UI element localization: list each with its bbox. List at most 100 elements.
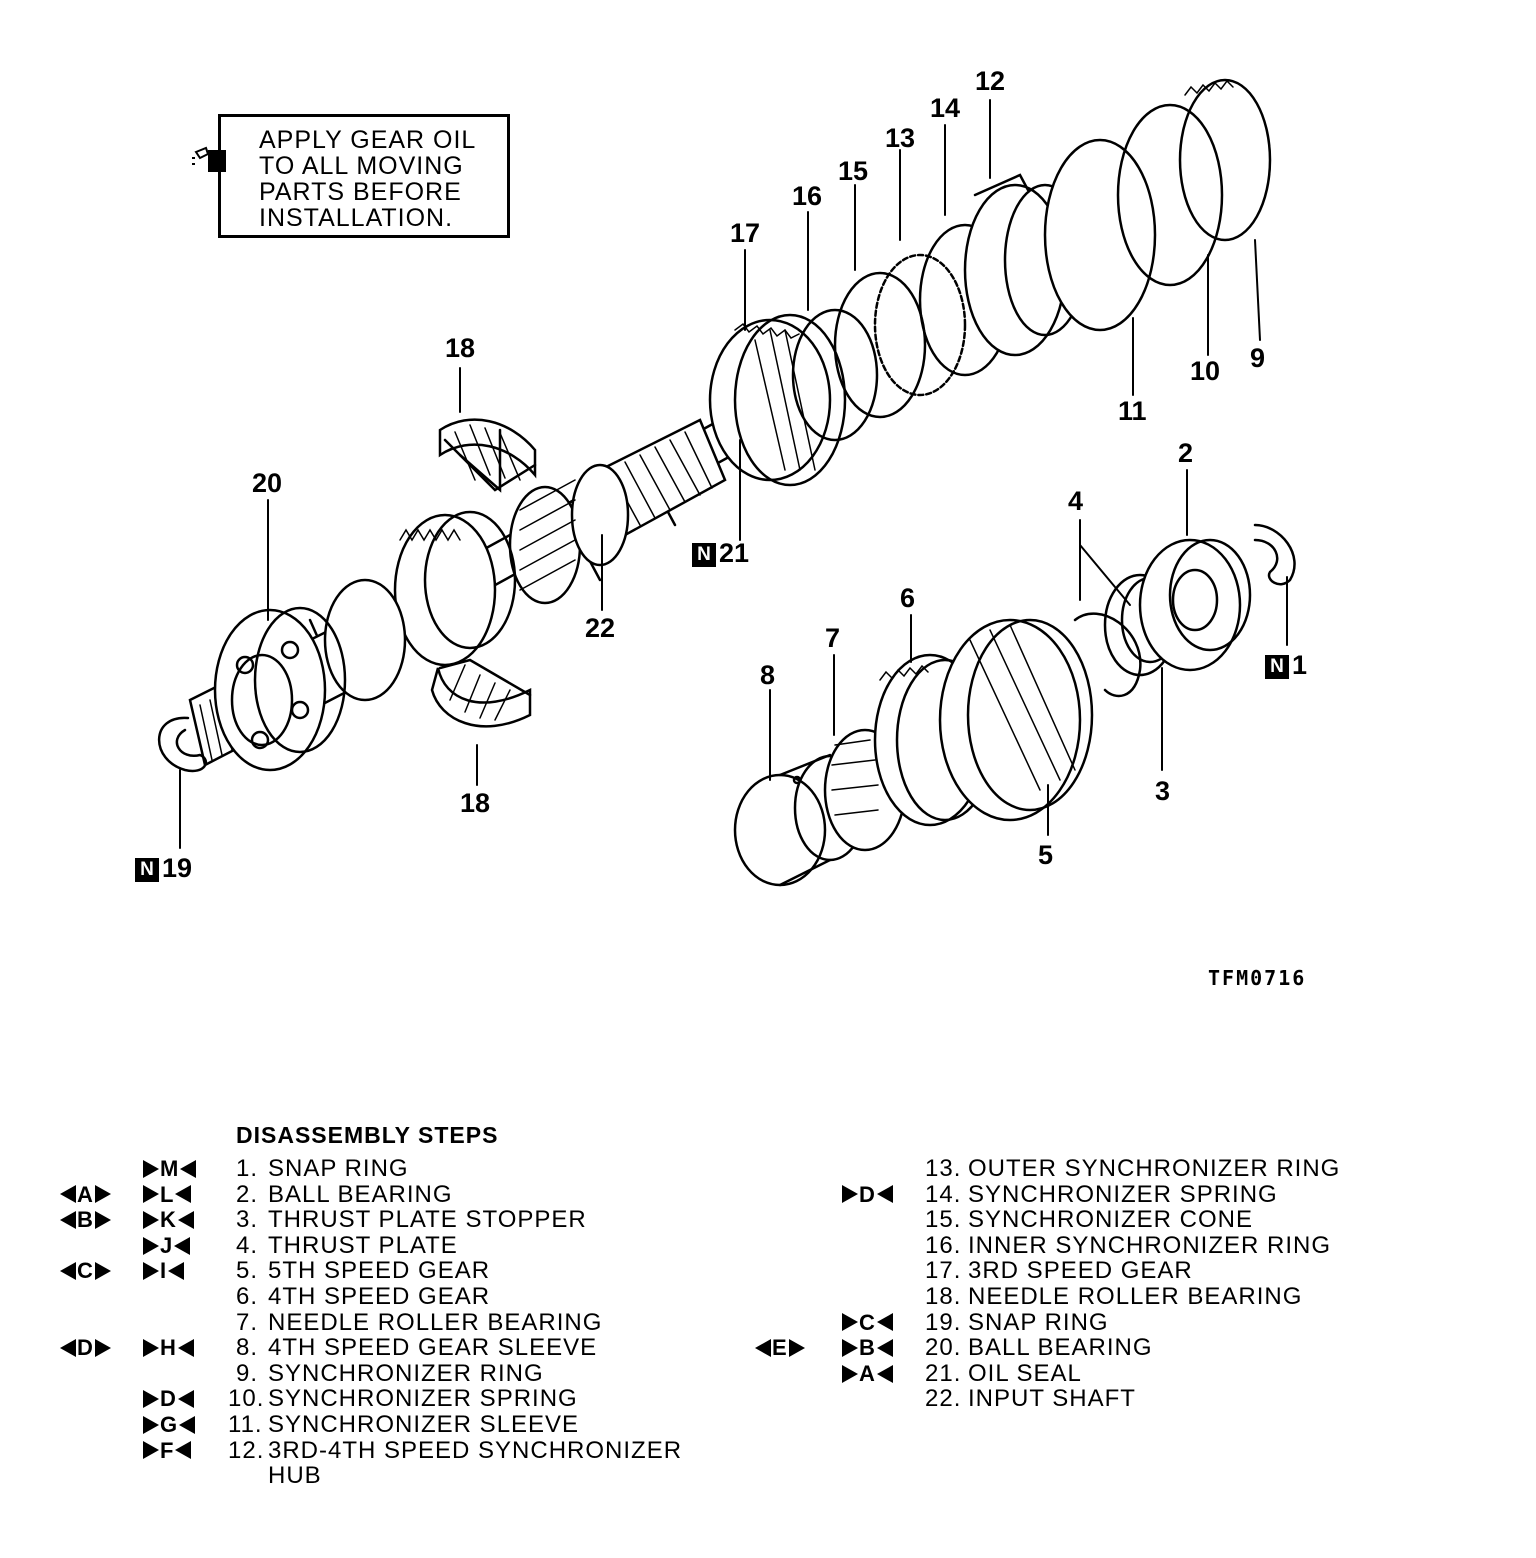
note-line: TO ALL MOVING bbox=[259, 152, 464, 180]
step-text: SYNCHRONIZER SLEEVE bbox=[268, 1410, 580, 1438]
callout-17: 17 bbox=[730, 218, 761, 248]
install-mark: G bbox=[143, 1412, 196, 1438]
step-row: 17.3RD SPEED GEAR bbox=[720, 1258, 1520, 1284]
step-number: 2. bbox=[235, 1180, 258, 1208]
step-number: 17. bbox=[925, 1257, 962, 1285]
step-number: 5. bbox=[235, 1257, 258, 1285]
third-speed-gear-art bbox=[708, 313, 847, 487]
step-number: 13. bbox=[925, 1155, 962, 1182]
callout-8: 8 bbox=[760, 660, 776, 690]
step-text: BALL BEARING bbox=[268, 1180, 453, 1208]
step-number: 4. bbox=[235, 1231, 258, 1259]
fifth-speed-gear-art bbox=[938, 618, 1094, 822]
step-row: 6.4TH SPEED GEAR bbox=[0, 1284, 720, 1310]
outer-sync-ring-art bbox=[873, 253, 967, 397]
install-mark: L bbox=[143, 1182, 192, 1208]
note-line: PARTS BEFORE bbox=[259, 178, 462, 206]
needle-bearing-18-top-art bbox=[438, 418, 537, 493]
step-number: 7. bbox=[235, 1308, 258, 1336]
callout-18-bottom: 18 bbox=[460, 788, 491, 818]
step-text: SYNCHRONIZER SPRING bbox=[968, 1180, 1278, 1208]
thrust-plate-art bbox=[1073, 612, 1142, 698]
step-text: OIL SEAL bbox=[968, 1359, 1082, 1387]
install-mark: J bbox=[143, 1233, 191, 1259]
step-text: SNAP RING bbox=[968, 1308, 1109, 1336]
removal-mark: D bbox=[60, 1335, 111, 1361]
sync-spring-10-art bbox=[1116, 103, 1224, 287]
install-mark: K bbox=[143, 1207, 194, 1233]
step-number: 18. bbox=[925, 1282, 962, 1310]
install-mark: H bbox=[143, 1335, 194, 1361]
removal-mark: B bbox=[60, 1207, 111, 1233]
step-number: 9. bbox=[235, 1359, 258, 1387]
step-number: 10. bbox=[228, 1385, 265, 1413]
step-number: 19. bbox=[925, 1308, 962, 1336]
step-text: SYNCHRONIZER SPRING bbox=[268, 1385, 578, 1413]
steps-title: DISASSEMBLY STEPS bbox=[236, 1122, 499, 1148]
leader-lines bbox=[179, 99, 1288, 849]
step-row: 22.INPUT SHAFT bbox=[720, 1386, 1520, 1412]
n-badge: N bbox=[135, 858, 159, 882]
n-badge: N bbox=[1265, 655, 1289, 679]
note-line: APPLY GEAR OIL bbox=[259, 126, 477, 154]
callout-20: 20 bbox=[252, 468, 283, 498]
step-row: 13.OUTER SYNCHRONIZER RING bbox=[720, 1156, 1520, 1182]
step-text: NEEDLE ROLLER BEARING bbox=[268, 1308, 603, 1336]
step-number: 22. bbox=[925, 1385, 962, 1413]
install-mark: M bbox=[143, 1156, 197, 1182]
step-row: 9.SYNCHRONIZER RING bbox=[0, 1361, 720, 1387]
step-number: 3. bbox=[235, 1206, 258, 1234]
install-mark: A bbox=[842, 1361, 893, 1387]
ball-bearing-2-art bbox=[1138, 538, 1252, 672]
callout-7: 7 bbox=[825, 623, 841, 653]
inner-sync-ring-art bbox=[791, 308, 879, 442]
install-mark: F bbox=[143, 1438, 192, 1464]
step-number: 1. bbox=[235, 1155, 258, 1182]
step-number: 6. bbox=[235, 1282, 258, 1310]
step-text: SYNCHRONIZER CONE bbox=[968, 1206, 1254, 1234]
removal-mark: C bbox=[60, 1258, 111, 1284]
callout-18-top: 18 bbox=[445, 333, 476, 363]
step-row: 7. NEEDLE ROLLER BEARING bbox=[0, 1308, 720, 1336]
step-number: 20. bbox=[925, 1334, 962, 1362]
snap-ring-1-art bbox=[1253, 523, 1296, 586]
step-text: 3RD SPEED GEAR bbox=[968, 1257, 1193, 1285]
callout-15: 15 bbox=[838, 156, 869, 186]
snap-ring-19-art bbox=[157, 716, 208, 773]
callout-14: 14 bbox=[930, 93, 961, 123]
step-text: INPUT SHAFT bbox=[968, 1385, 1136, 1413]
install-mark: B bbox=[842, 1335, 893, 1361]
callout-11: 11 bbox=[1118, 396, 1147, 426]
step-text: NEEDLE ROLLER BEARING bbox=[968, 1282, 1303, 1310]
install-mark: D bbox=[143, 1386, 194, 1412]
step-text: 5TH SPEED GEAR bbox=[268, 1257, 491, 1285]
step-number: 21. bbox=[925, 1359, 962, 1387]
step-number: 12. bbox=[228, 1436, 265, 1464]
callout-4: 4 bbox=[1068, 486, 1084, 516]
step-number: 16. bbox=[925, 1231, 962, 1259]
step-row: HUB bbox=[0, 1463, 720, 1489]
step-row: 18.NEEDLE ROLLER BEARING bbox=[720, 1284, 1520, 1310]
callout-6: 6 bbox=[900, 583, 916, 613]
exploded-diagram bbox=[157, 78, 1296, 887]
step-row: D 10.SYNCHRONIZER SPRING bbox=[0, 1386, 720, 1412]
step-row: A L 2. BALL BEARING bbox=[0, 1180, 720, 1208]
step-row: M 1. SNAP RING bbox=[0, 1156, 720, 1182]
step-number: 14. bbox=[925, 1180, 962, 1208]
step-text: SNAP RING bbox=[268, 1155, 409, 1182]
step-row: D 14.SYNCHRONIZER SPRING bbox=[720, 1180, 1520, 1208]
step-number: 15. bbox=[925, 1206, 962, 1234]
callout-5: 5 bbox=[1038, 840, 1054, 870]
step-text: OUTER SYNCHRONIZER RING bbox=[968, 1155, 1341, 1182]
install-mark: D bbox=[842, 1182, 893, 1208]
removal-mark: A bbox=[60, 1182, 111, 1208]
sync-ring-9-art bbox=[1178, 78, 1272, 242]
removal-mark: E bbox=[755, 1335, 805, 1361]
